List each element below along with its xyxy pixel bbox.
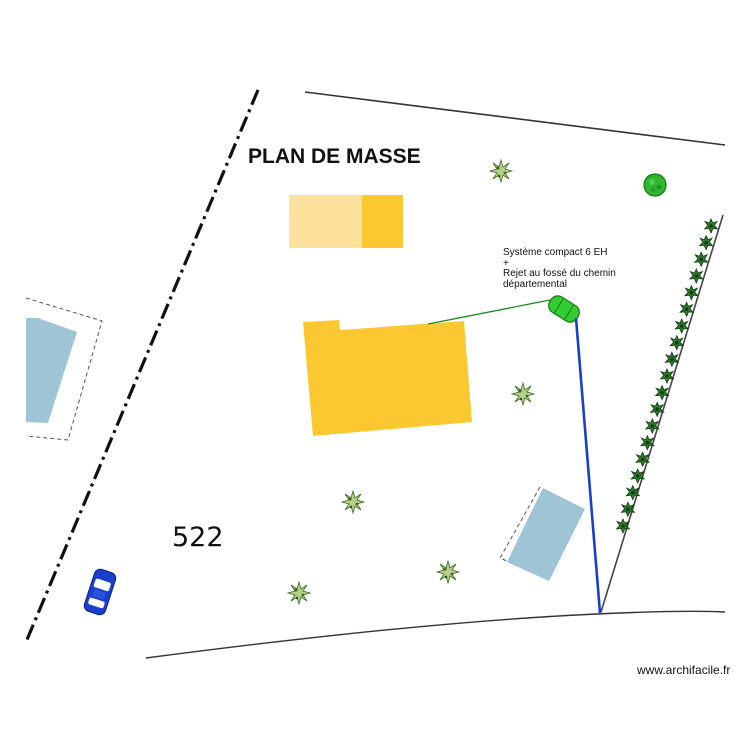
car-icon [83,568,117,616]
hedge-shrub-icon [679,301,694,317]
house-connection-pipe [427,299,551,325]
round-tree-icon [643,173,667,197]
tree-icon [287,581,311,605]
annex-dark-part [362,195,403,248]
annotation-line-1: Système compact 6 EH [503,247,607,258]
neighbour-pool [26,318,77,423]
annotation-line-3: Rejet au fossé du chemin [503,268,616,279]
hedge-shrub-icon [704,218,718,234]
hedge-shrub-icon [689,268,704,284]
hedge-row [616,218,718,534]
property-line-west [24,89,260,643]
road-edge-bottom [145,610,726,659]
neighbour-pool-dashed-outline [25,297,103,441]
hedge-shrub-icon [674,318,689,334]
drain-pipe-to-ditch [574,317,602,614]
credit-text: www.archifacile.fr [636,663,730,677]
tree-icon [511,382,535,406]
property-line-top [304,91,726,146]
hedge-shrub-icon [694,251,709,267]
annex-light-part [289,195,362,248]
annotation-line-4: départemental [503,279,567,290]
tree-icon [341,490,365,514]
property-line-right [600,214,724,613]
septic-tank-icon[interactable] [546,293,583,325]
house-footprint [303,320,472,436]
tree-icon [489,159,513,183]
hedge-shrub-icon [684,285,699,301]
parcel-number: 522 [172,522,224,553]
hedge-shrub-icon [699,235,714,251]
septic-annotation: Système compact 6 EH + Rejet au fossé du… [503,247,616,290]
neighbour-plot [25,297,103,441]
annotation-line-2: + [503,258,509,269]
page-title: PLAN DE MASSE [248,145,421,168]
tree-icon [436,560,460,584]
annex-building [289,195,403,248]
pool [499,486,585,581]
parcel-boundaries [24,89,726,659]
hedge-shrub-icon [669,335,684,351]
pool-basin [507,488,585,581]
